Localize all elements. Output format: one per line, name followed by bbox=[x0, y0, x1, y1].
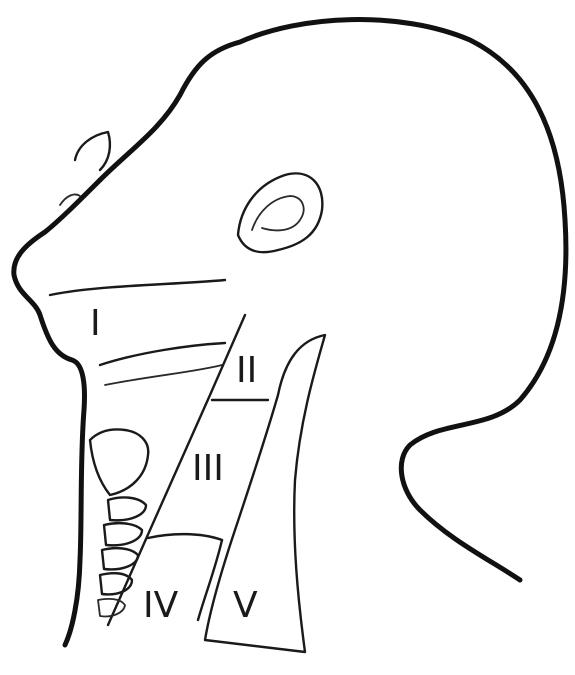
level-3-label: III bbox=[192, 448, 224, 489]
face-profile bbox=[14, 180, 100, 645]
trachea-ring-1 bbox=[108, 497, 146, 520]
ear-outline bbox=[238, 173, 322, 252]
jaw-line-lower bbox=[105, 365, 222, 385]
boundary-level-3-4 bbox=[148, 534, 222, 540]
boundary-jugular-anterior bbox=[108, 315, 245, 625]
jaw-line-middle bbox=[100, 343, 225, 365]
level-1-label: I bbox=[90, 303, 101, 344]
trapezius-outline bbox=[205, 335, 325, 652]
jaw-line-upper bbox=[50, 280, 225, 295]
brow-detail bbox=[75, 132, 110, 170]
head-outline bbox=[100, 20, 566, 580]
trachea-ring-3 bbox=[102, 548, 138, 569]
ear-inner bbox=[252, 196, 304, 230]
level-5-label: V bbox=[233, 585, 258, 626]
level-4-label: IV bbox=[143, 585, 179, 626]
larynx-thyroid-cartilage bbox=[90, 429, 148, 495]
trachea-ring-5 bbox=[98, 599, 125, 617]
trachea-ring-2 bbox=[104, 523, 142, 545]
level-2-label: II bbox=[236, 350, 257, 391]
